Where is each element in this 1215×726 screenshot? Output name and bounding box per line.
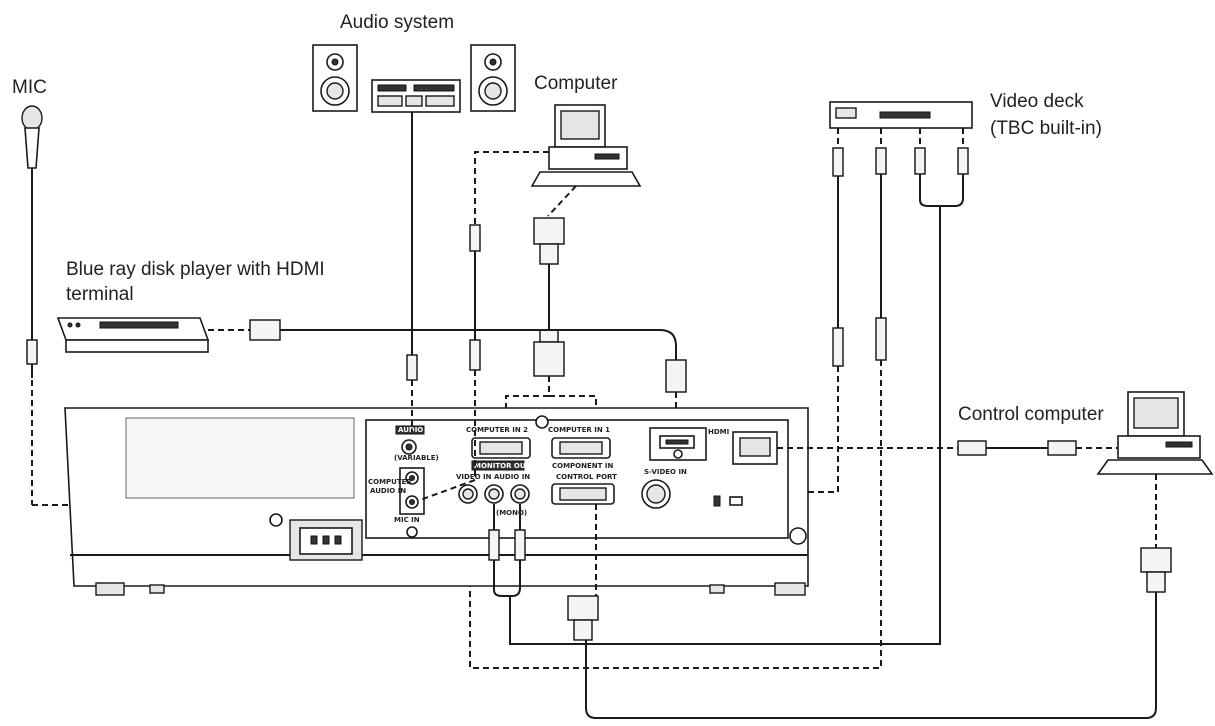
hdmi-label: HDMI — [708, 428, 729, 436]
projector-cables — [406, 354, 599, 641]
projector: AUDIO OUT (VARIABLE) COMPUTER AUDIO IN M… — [64, 407, 809, 596]
video-deck-label: Video deck — [990, 91, 1084, 112]
video-deck-sublabel: (TBC built-in) — [990, 118, 1102, 139]
audio-in-label: AUDIO IN — [370, 487, 406, 495]
computer-audio-label: COMPUTER — [368, 478, 412, 486]
video-deck — [469, 101, 973, 669]
audio-system — [312, 44, 516, 355]
computer-label: Computer — [534, 73, 618, 94]
control-port-label: CONTROL PORT — [556, 473, 617, 481]
mono-label: (MONO) — [496, 509, 527, 517]
computer-top — [469, 104, 642, 470]
svideo-label: S-VIDEO IN — [644, 468, 687, 476]
component-in-label: COMPONENT IN — [552, 462, 613, 470]
audio-in-rca-label: AUDIO IN — [494, 473, 530, 481]
control-computer-label: Control computer — [958, 404, 1104, 425]
mic-label: MIC — [12, 77, 47, 98]
video-in-label: VIDEO IN — [456, 473, 492, 481]
computer-in1-label: COMPUTER IN 1 — [548, 426, 610, 434]
mic-in-label: MIC IN — [394, 516, 420, 524]
audio-out-label: AUDIO OUT — [398, 426, 442, 434]
bluray-player — [56, 317, 687, 432]
bluray-sublabel: terminal — [66, 284, 134, 305]
computer-in2-label: COMPUTER IN 2 — [466, 426, 528, 434]
monitor-out-label: MONITOR OUT — [474, 462, 531, 470]
bluray-label: Blue ray disk player with HDMI — [66, 259, 325, 280]
audio-system-label: Audio system — [340, 12, 454, 33]
control-computer — [585, 391, 1214, 719]
variable-label: (VARIABLE) — [394, 454, 439, 462]
